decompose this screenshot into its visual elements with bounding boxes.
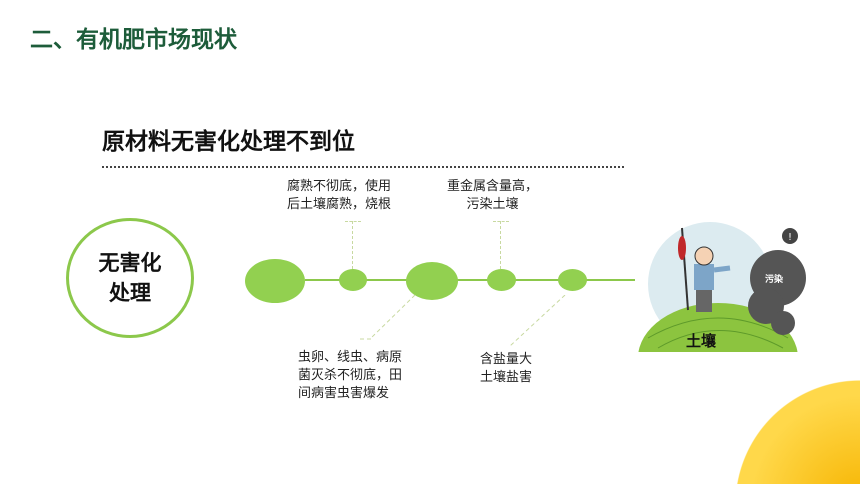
soil-pollution-illustration: ! 污染 土壤 (638, 218, 828, 413)
connector (500, 221, 501, 269)
timeline-node (245, 259, 305, 303)
connector (352, 221, 353, 269)
note-pests: 虫卵、线虫、病原 菌灭杀不彻底，田 间病害虫害爆发 (298, 349, 402, 403)
note-line: 含盐量大 (480, 352, 533, 367)
note-line: 土壤盐害 (480, 370, 533, 385)
timeline-node (558, 269, 587, 291)
note-line: 腐熟不彻底，使用 (287, 179, 392, 194)
note-line: 虫卵、线虫、病原 (298, 350, 403, 365)
connector (493, 221, 509, 222)
section-subtitle: 原材料无害化处理不到位 (102, 129, 355, 155)
connector (345, 221, 361, 222)
timeline-node (339, 269, 367, 291)
timeline-line (305, 279, 635, 281)
note-line: 污染土壤 (466, 197, 519, 212)
svg-text:!: ! (788, 232, 792, 243)
cloud-label: 污染 (765, 273, 784, 285)
center-label-line2: 处理 (109, 281, 151, 305)
note-line: 菌灭杀不彻底，田 (298, 368, 403, 383)
timeline-node (406, 262, 458, 300)
dotted-divider (102, 166, 624, 168)
note-line: 后土壤腐熟，烧根 (287, 197, 392, 212)
center-label-line1: 无害化 (98, 251, 162, 275)
slide-title: 二、有机肥市场现状 (30, 27, 237, 53)
note-heavy-metal: 重金属含量高， 污染土壤 (447, 178, 538, 214)
note-salt: 含盐量大 土壤盐害 (480, 351, 532, 387)
soil-label: 土壤 (686, 332, 717, 350)
connector-lines (360, 295, 566, 347)
timeline-node (487, 269, 516, 291)
decorative-yellow-circle (735, 380, 860, 484)
center-ellipse: 无害化 处理 (66, 218, 194, 338)
note-line: 重金属含量高， (447, 179, 539, 194)
note-line: 间病害虫害爆发 (298, 386, 390, 401)
note-rotting: 腐熟不彻底，使用 后土壤腐熟，烧根 (287, 178, 391, 214)
